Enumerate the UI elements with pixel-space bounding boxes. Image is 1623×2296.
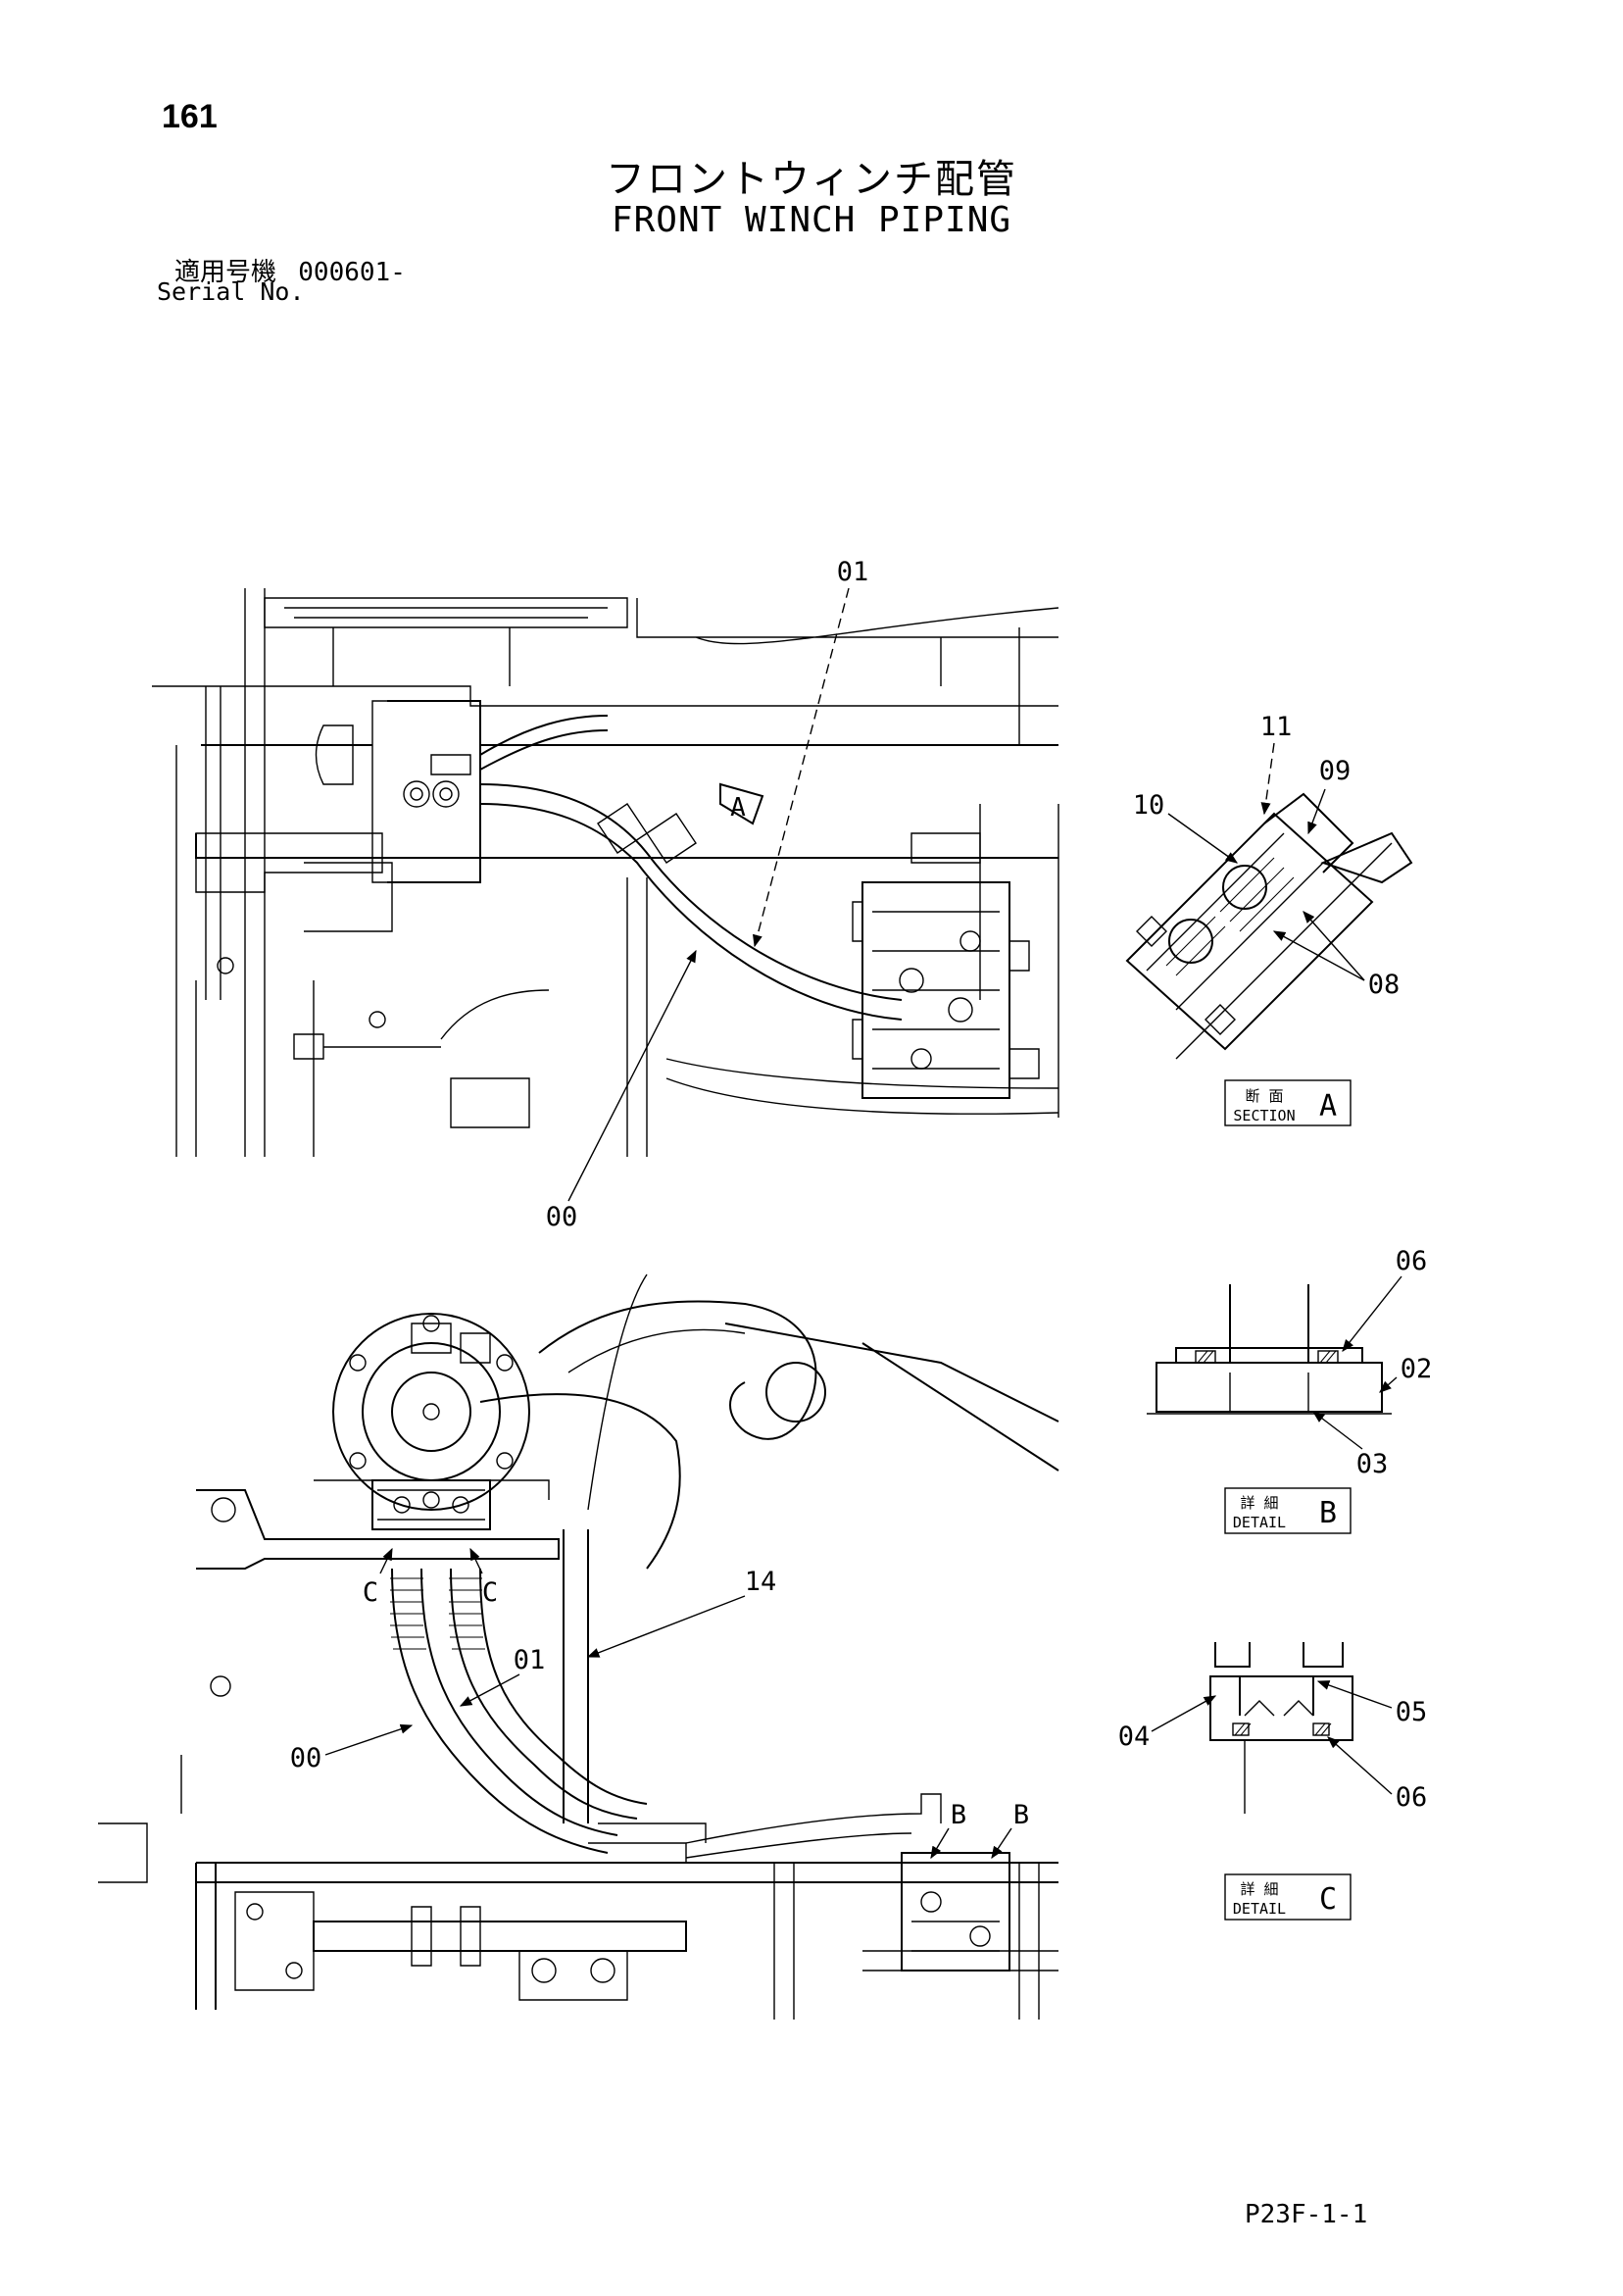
callout-det-06a: 06 (1396, 1246, 1428, 1276)
callout-det-03: 03 (1356, 1449, 1389, 1479)
section-a-label: 断 面 SECTION A (1224, 1079, 1352, 1126)
section-a-callouts: 11 10 09 08 (1133, 712, 1401, 1000)
top-view-callouts: 01 00 (546, 557, 869, 1232)
bottom-view-callouts: 14 01 00 C C B B (290, 1547, 1029, 1860)
callout-bot-14: 14 (745, 1567, 777, 1597)
section-a-label-jp: 断 面 (1245, 1087, 1283, 1105)
serial-value: 000601- (298, 258, 406, 287)
callout-top-01: 01 (837, 557, 869, 587)
callout-sec-09: 09 (1319, 756, 1352, 786)
callout-det-05: 05 (1396, 1697, 1428, 1727)
callout-bot-c2: C (482, 1577, 498, 1608)
detail-c-letter: C (1319, 1882, 1337, 1917)
page-title-japanese: フロントウィンチ配管 (606, 157, 1017, 202)
detail-b-label-en: DETAIL (1233, 1514, 1286, 1531)
page-number: 161 (162, 98, 218, 135)
bottom-view-drawing (98, 1273, 1059, 2020)
serial-label-english: Serial No. (157, 277, 305, 306)
callout-det-04: 04 (1118, 1722, 1151, 1752)
detail-c-label-en: DETAIL (1233, 1900, 1286, 1918)
serial-label-japanese: 適用号機 (174, 258, 277, 287)
detail-b-label-jp: 詳 細 (1240, 1494, 1278, 1512)
detail-b-callouts: 06 02 03 (1311, 1246, 1433, 1479)
detail-c-label-jp: 詳 細 (1240, 1880, 1278, 1898)
callout-det-02: 02 (1401, 1354, 1433, 1384)
detail-b-drawing (1147, 1284, 1392, 1415)
section-a-drawing (1125, 792, 1413, 1060)
callout-sec-11: 11 (1260, 712, 1293, 742)
callout-sec-08: 08 (1368, 970, 1401, 1000)
callout-sec-10: 10 (1133, 790, 1165, 821)
view-a-marker: A (730, 793, 746, 823)
serial-applicability: 適用号機 000601- (174, 252, 406, 288)
detail-c-drawing (1209, 1642, 1353, 1814)
detail-b-label: 詳 細 DETAIL B (1224, 1487, 1352, 1534)
detail-c-label: 詳 細 DETAIL C (1224, 1873, 1352, 1921)
section-a-label-en: SECTION (1233, 1107, 1295, 1124)
page-code: P23F-1-1 (1245, 2200, 1368, 2229)
top-view-drawing: A (152, 588, 1059, 1157)
callout-bot-00: 00 (290, 1743, 322, 1773)
callout-det-06b: 06 (1396, 1782, 1428, 1813)
page-title-english: FRONT WINCH PIPING (611, 200, 1012, 240)
callout-bot-b1: B (951, 1800, 966, 1830)
callout-top-00: 00 (546, 1202, 578, 1232)
callout-bot-c1: C (363, 1577, 378, 1608)
callout-bot-b2: B (1013, 1800, 1029, 1830)
callout-bot-01: 01 (514, 1645, 546, 1675)
detail-b-letter: B (1319, 1496, 1337, 1530)
detail-c-callouts: 05 04 06 (1118, 1680, 1428, 1813)
section-a-letter: A (1319, 1089, 1337, 1123)
